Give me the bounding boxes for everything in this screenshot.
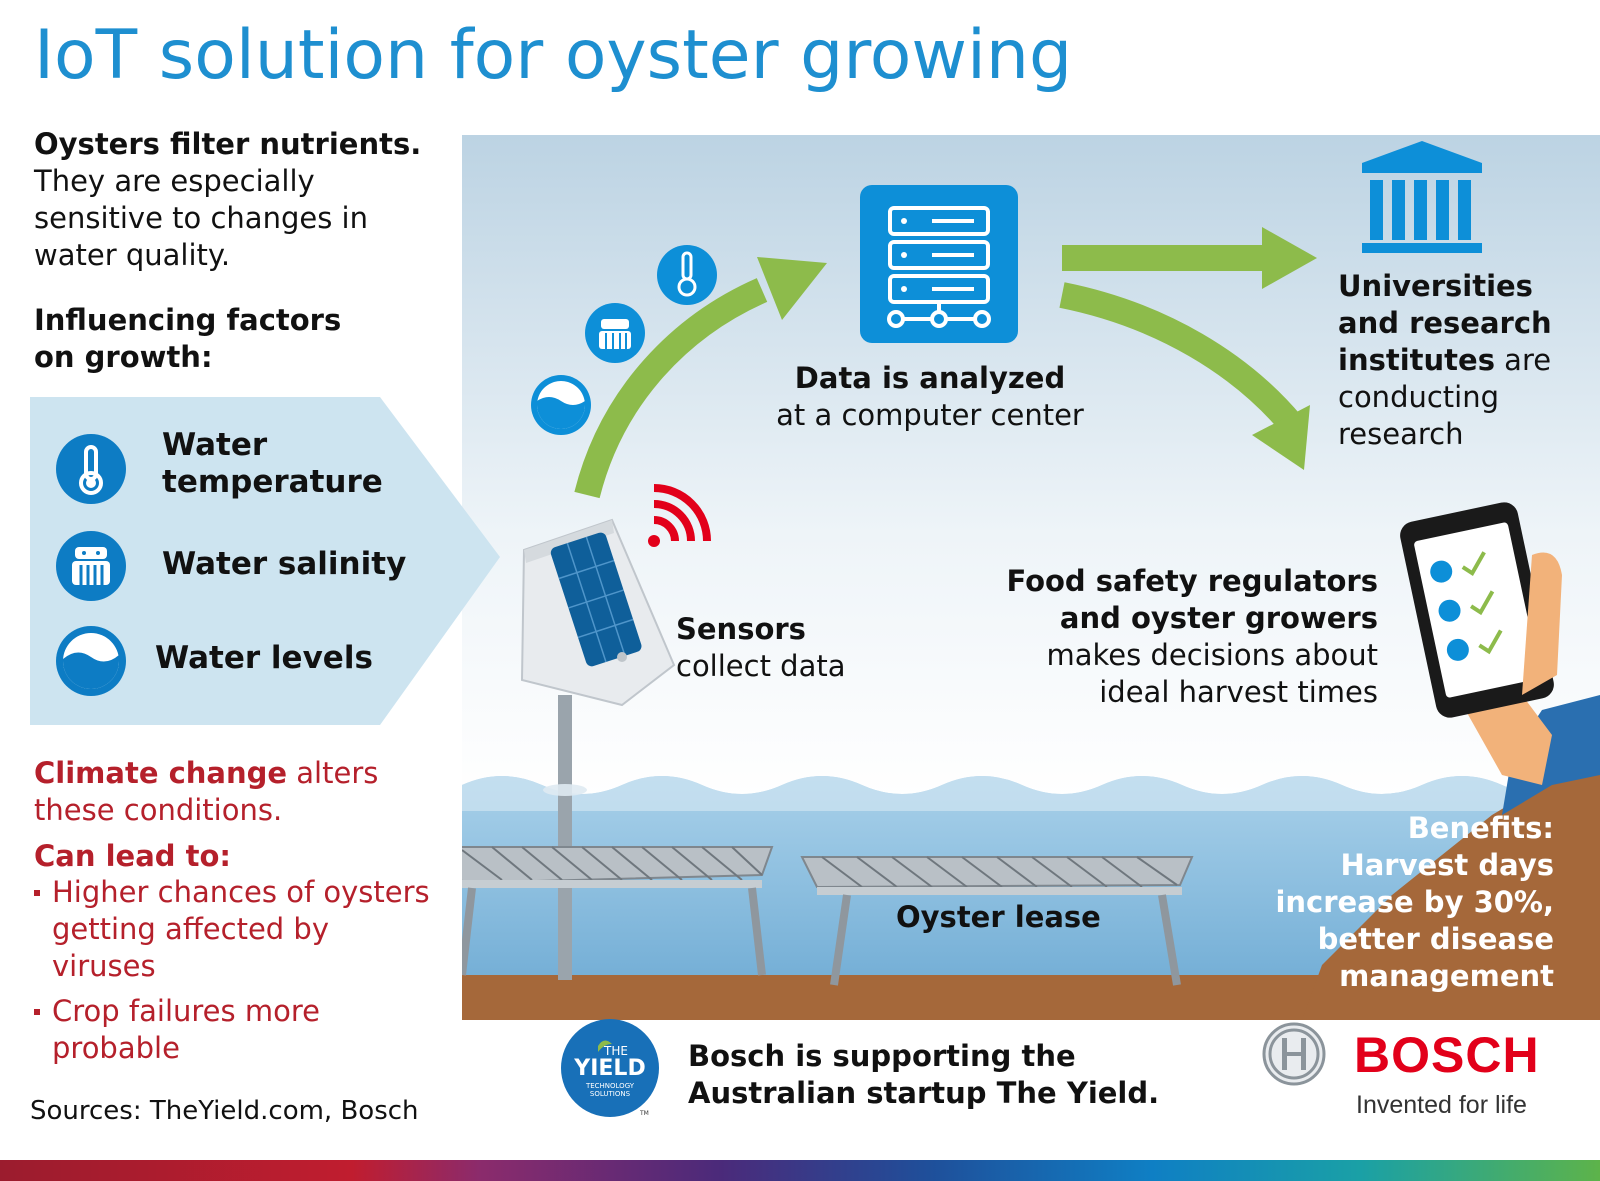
factor-levels-label: Water levels bbox=[155, 640, 373, 676]
benefits-line: Benefits: bbox=[1407, 811, 1554, 845]
sensors-bold: Sensors bbox=[676, 612, 806, 646]
factor-label-line: temperature bbox=[162, 464, 383, 500]
uni-line: Universities bbox=[1338, 269, 1533, 303]
bullet-marker bbox=[34, 1009, 40, 1015]
benefits-line: better disease bbox=[1317, 922, 1554, 956]
factor-temperature-label: Water temperature bbox=[162, 427, 383, 501]
bosch-wordmark: BOSCH bbox=[1354, 1027, 1540, 1083]
thermometer-icon bbox=[56, 434, 126, 504]
uni-line-bold: institutes bbox=[1338, 343, 1495, 377]
sources-text: Sources: TheYield.com, Bosch bbox=[30, 1096, 419, 1126]
sensor-device bbox=[520, 518, 676, 707]
yield-logo-the: THE bbox=[604, 1044, 628, 1058]
intro-line: water quality. bbox=[34, 238, 231, 272]
bosch-armature-icon bbox=[1262, 1022, 1326, 1086]
water-level-icon bbox=[56, 626, 126, 696]
water-level-icon bbox=[531, 375, 591, 435]
intro-line: sensitive to changes in bbox=[34, 201, 368, 235]
uni-line: and research bbox=[1338, 306, 1552, 340]
yield-logo-name: YIELD bbox=[574, 1056, 646, 1081]
page-title: IoT solution for oyster growing bbox=[34, 16, 1073, 95]
yield-logo-sub: TECHNOLOGY bbox=[585, 1082, 635, 1090]
sensor-pole bbox=[558, 695, 572, 980]
benefits-line: increase by 30%, bbox=[1275, 885, 1554, 919]
bottom-color-bar bbox=[0, 1160, 1600, 1181]
server-icon bbox=[860, 185, 1018, 343]
intro-heading: Oysters filter nutrients. bbox=[34, 127, 422, 161]
water-body bbox=[462, 776, 1600, 1020]
consequence-item: Crop failures more probable bbox=[52, 993, 320, 1067]
wireless-signal-icon bbox=[648, 484, 711, 547]
yield-logo-tm: TM bbox=[640, 1110, 649, 1117]
uni-line-rest: are bbox=[1494, 343, 1552, 377]
diagram-illustration bbox=[462, 135, 1600, 1020]
arrow-right-head bbox=[1262, 227, 1317, 289]
food-line: and oyster growers bbox=[1059, 601, 1378, 635]
uni-line: research bbox=[1338, 417, 1464, 451]
universities-label: Universities and research institutes are… bbox=[1338, 268, 1552, 453]
lead-heading: Can lead to: bbox=[34, 839, 232, 873]
arrow-right-shaft bbox=[1062, 245, 1272, 271]
factor-salinity-label: Water salinity bbox=[162, 546, 407, 582]
food-line: ideal harvest times bbox=[1099, 675, 1378, 709]
arrow-down-curve bbox=[1059, 282, 1302, 434]
data-analyzed-label: Data is analyzed at a computer center bbox=[760, 360, 1100, 434]
support-line: Australian startup The Yield. bbox=[688, 1076, 1160, 1110]
support-line: Bosch is supporting the bbox=[688, 1039, 1076, 1073]
yield-logo-subtitle: TECHNOLOGY SOLUTIONS bbox=[570, 1082, 650, 1098]
consequence-line: Higher chances of oysters bbox=[52, 875, 430, 909]
oyster-trestle-left bbox=[462, 846, 774, 976]
intro-line: They are especially bbox=[34, 164, 315, 198]
smartphone-in-hand bbox=[1400, 502, 1600, 815]
consequence-line: getting affected by bbox=[52, 912, 330, 946]
the-yield-logo: THE YIELD TECHNOLOGY SOLUTIONS TM bbox=[560, 1018, 660, 1118]
bosch-tagline: Invented for life bbox=[1356, 1091, 1527, 1119]
food-line: makes decisions about bbox=[1046, 638, 1379, 672]
shore-hill bbox=[1302, 755, 1600, 1020]
sensors-rest: collect data bbox=[676, 649, 846, 683]
factors-heading: Influencing factors on growth: bbox=[34, 302, 341, 376]
arrow-down-head bbox=[1252, 405, 1310, 470]
data-analyzed-bold: Data is analyzed bbox=[794, 361, 1066, 395]
intro-text: Oysters filter nutrients. They are espec… bbox=[34, 126, 421, 274]
yield-logo-sub: SOLUTIONS bbox=[589, 1090, 631, 1098]
climate-section: Climate change alters these conditions. bbox=[34, 755, 378, 829]
climate-bold: Climate change bbox=[34, 756, 288, 790]
benefits-label: Benefits: Harvest days increase by 30%, … bbox=[1270, 810, 1554, 995]
consequence-line: Crop failures more bbox=[52, 994, 320, 1028]
climate-line: these conditions. bbox=[34, 793, 283, 827]
factors-chevron-shape bbox=[30, 397, 500, 725]
data-analyzed-rest: at a computer center bbox=[776, 398, 1084, 432]
illustration-panel bbox=[462, 135, 1600, 1020]
food-line: Food safety regulators bbox=[1006, 564, 1378, 598]
uni-line: conducting bbox=[1338, 380, 1500, 414]
factor-label-line: Water bbox=[162, 427, 268, 463]
consequence-item: Higher chances of oysters getting affect… bbox=[52, 874, 430, 985]
consequence-line: probable bbox=[52, 1031, 180, 1065]
factors-heading-line: Influencing factors bbox=[34, 303, 342, 337]
sensors-label: Sensors collect data bbox=[676, 611, 846, 685]
arrow-up-curve bbox=[574, 278, 768, 499]
benefits-line: management bbox=[1339, 959, 1554, 993]
consequence-line: viruses bbox=[52, 949, 156, 983]
salinity-icon bbox=[56, 531, 126, 601]
support-text: Bosch is supporting the Australian start… bbox=[688, 1038, 1159, 1112]
the-yield-logo-badge bbox=[561, 1019, 659, 1117]
climate-rest: alters bbox=[287, 756, 379, 790]
benefits-line: Harvest days bbox=[1340, 848, 1554, 882]
salinity-icon bbox=[585, 303, 645, 363]
arrow-up-head bbox=[757, 257, 827, 320]
food-safety-label: Food safety regulators and oyster grower… bbox=[1000, 563, 1378, 711]
factors-box: Water temperature Water salinity Water l… bbox=[30, 397, 510, 740]
oyster-trestle-right bbox=[800, 856, 1194, 986]
thermometer-icon bbox=[657, 245, 717, 305]
water-surface bbox=[462, 776, 1600, 811]
university-icon bbox=[1362, 141, 1482, 253]
bullet-marker bbox=[34, 890, 40, 896]
factors-heading-line: on growth: bbox=[34, 340, 213, 374]
oyster-lease-label: Oyster lease bbox=[896, 900, 1101, 934]
